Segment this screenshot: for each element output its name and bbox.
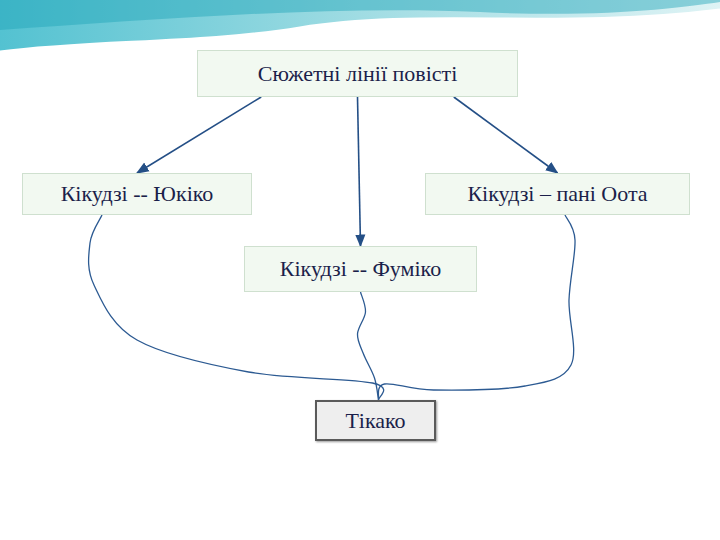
plot-line-box: Кікудзі -- Фуміко (244, 246, 477, 292)
wavy-connector (378, 215, 575, 400)
title-box: Сюжетні лінії повісті (197, 50, 518, 97)
plot-line-box: Кікудзі -- Юкіко (22, 173, 252, 215)
arrow-connector (358, 97, 361, 246)
wavy-connector (89, 215, 384, 400)
node-text: Кікудзі – пані Оота (467, 181, 647, 207)
plot-line-box: Кікудзі – пані Оота (425, 173, 690, 215)
arrow-connector (137, 97, 261, 173)
arrow-connector (454, 97, 558, 173)
node-text: Кікудзі -- Юкіко (61, 181, 214, 207)
wavy-connector (357, 292, 378, 400)
node-text: Сюжетні лінії повісті (258, 61, 458, 87)
node-text: Кікудзі -- Фуміко (280, 256, 441, 282)
character-box: Тікако (315, 400, 436, 441)
node-text: Тікако (345, 408, 405, 434)
